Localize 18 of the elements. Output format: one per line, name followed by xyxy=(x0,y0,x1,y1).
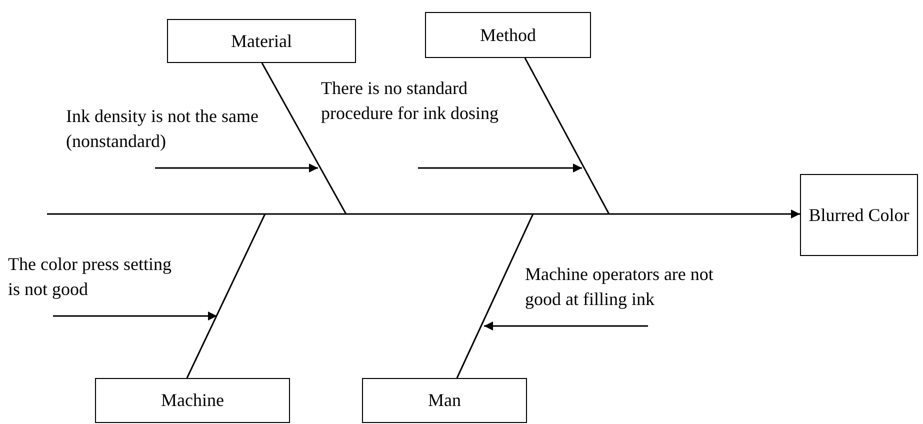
cause-text: Ink density is not the same (nonstandard) xyxy=(66,106,258,152)
bone-line xyxy=(524,58,610,214)
cause-text: There is no standard procedure for ink dosing xyxy=(321,78,498,124)
effect-box: Blurred Color xyxy=(800,174,918,256)
category-box: Machine xyxy=(95,378,290,423)
bone-line xyxy=(261,62,347,214)
arrow xyxy=(418,164,582,172)
arrow xyxy=(155,164,318,172)
category-box: Material xyxy=(167,19,356,63)
bone-line xyxy=(456,214,534,378)
spine-arrow xyxy=(47,210,800,218)
cause-text: Machine operators are not good at filling ink xyxy=(525,264,714,310)
cause-text: The color press setting is not good xyxy=(8,254,172,300)
category-box: Man xyxy=(362,378,527,423)
arrow xyxy=(53,312,217,320)
arrow xyxy=(484,322,648,330)
bone-line xyxy=(186,214,266,378)
category-box: Method xyxy=(425,12,591,58)
